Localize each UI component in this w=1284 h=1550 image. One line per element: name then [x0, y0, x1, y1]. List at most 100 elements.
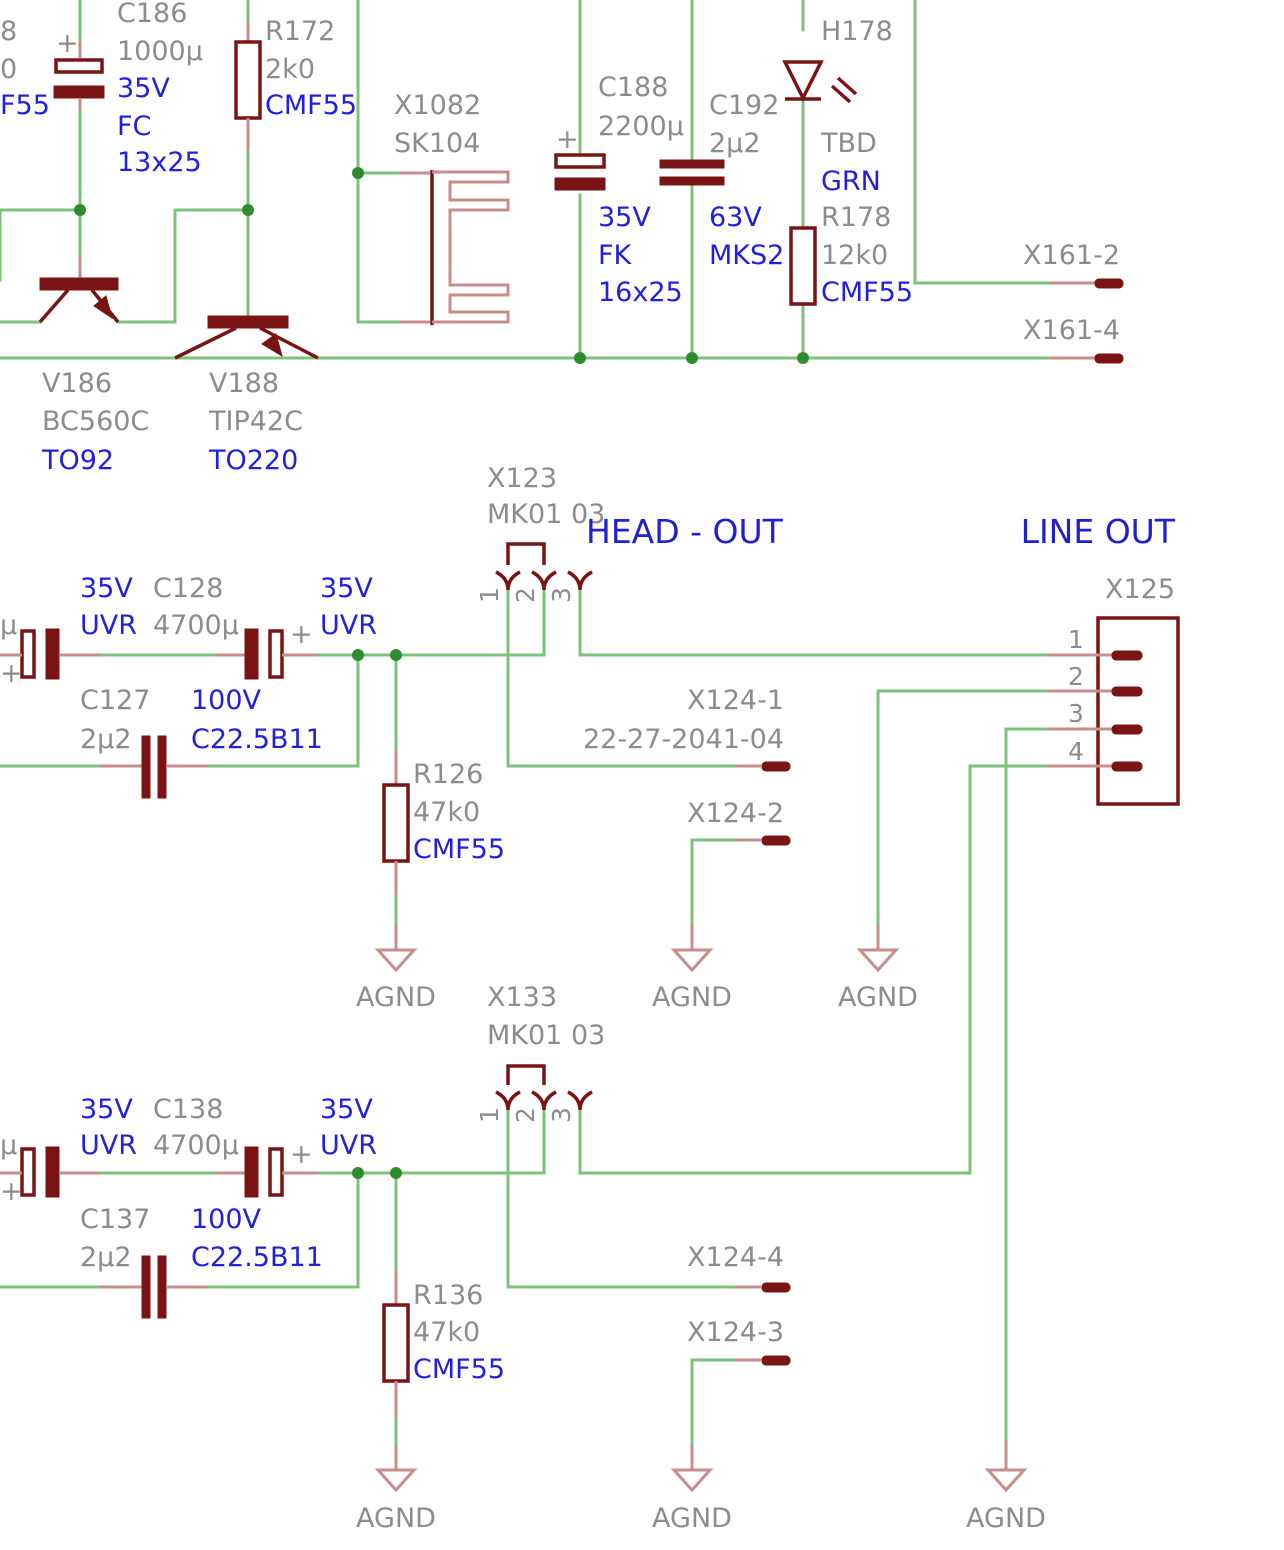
label-left-plus-lower: + — [0, 1176, 23, 1207]
label-x123-pin1: 1 — [475, 587, 504, 603]
agnd-symbols-middle — [374, 925, 900, 973]
label-r178-value: 12k0 — [821, 240, 888, 271]
label-x124-3: X124-3 — [687, 1317, 784, 1348]
label-left-plus-upper: + — [0, 658, 23, 689]
label-v186-name: V186 — [42, 368, 112, 399]
labels-bottom: X133 MK01 03 1 2 3 µ + 35V UVR C138 4700… — [0, 982, 1046, 1534]
label-v188-value: TIP42C — [208, 406, 303, 437]
label-c186-plus: + — [56, 28, 79, 59]
label-r136-value: 47k0 — [413, 1317, 480, 1348]
top-junctions — [74, 167, 809, 364]
transistor-v188-symbol — [174, 315, 319, 360]
label-r126-pkg: CMF55 — [413, 834, 505, 865]
label-h178-color: GRN — [821, 166, 881, 197]
label-voltage-d: 35V — [320, 1094, 373, 1125]
label-c128-name: C128 — [153, 573, 223, 604]
label-c127-value: 2µ2 — [80, 724, 132, 755]
label-x133-pin3: 3 — [547, 1107, 576, 1123]
label-agnd-6: AGND — [966, 1503, 1046, 1534]
label-left-mu-upper: µ — [0, 610, 17, 641]
label-c128-plus: + — [290, 619, 313, 650]
capacitor-c128-symbol — [215, 628, 318, 680]
label-x124-1: X124-1 — [687, 685, 784, 716]
label-x1082-value: SK104 — [394, 128, 480, 159]
label-x124-2: X124-2 — [687, 798, 784, 829]
label-r178-name: R178 — [821, 202, 891, 233]
bottom-junctions — [352, 1167, 402, 1179]
capacitor-c127-symbol — [100, 735, 208, 799]
capacitor-c137-symbol — [100, 1255, 208, 1319]
resistor-r136-symbol — [382, 1270, 410, 1415]
label-c138-value: 4700µ — [153, 1130, 239, 1161]
label-r136-pkg: CMF55 — [413, 1354, 505, 1385]
label-x124-4: X124-4 — [687, 1242, 784, 1273]
label-r136-name: R136 — [413, 1280, 483, 1311]
middle-junctions — [352, 649, 402, 661]
label-v186-value: BC560C — [42, 406, 149, 437]
capacitor-c192-symbol — [659, 159, 725, 186]
terminal-x161-symbols — [1050, 278, 1124, 364]
labels-middle: X123 MK01 03 HEAD - OUT LINE OUT X125 1 … — [0, 463, 1176, 1013]
capacitor-c188-symbol — [554, 153, 606, 191]
label-x1082-name: X1082 — [394, 90, 481, 121]
label-c192-voltage: 63V — [709, 202, 762, 233]
label-c186-value: 1000µ — [117, 36, 203, 67]
label-voltage-c: 35V — [80, 1094, 133, 1125]
resistor-r172-symbol — [234, 20, 262, 150]
label-c188-name: C188 — [598, 72, 668, 103]
label-v188-pkg: TO220 — [208, 445, 298, 476]
label-uvr-a: UVR — [80, 610, 137, 641]
label-r172-value: 2k0 — [265, 54, 315, 85]
label-c188-plus: + — [556, 124, 579, 155]
label-x125-pin2: 2 — [1068, 662, 1084, 691]
label-agnd-5: AGND — [652, 1503, 732, 1534]
label-h178-value: TBD — [820, 128, 877, 159]
label-x125-name: X125 — [1105, 574, 1175, 605]
label-c188-series: FK — [598, 240, 633, 271]
label-r178-pkg: CMF55 — [821, 277, 913, 308]
label-r172-name: R172 — [265, 16, 335, 47]
label-x124-part: 22-27-2041-04 — [583, 724, 784, 755]
label-c127-voltage: 100V — [191, 685, 262, 716]
label-r172-pkg: CMF55 — [265, 90, 357, 121]
label-left-cut-2: 0 — [0, 54, 17, 85]
jack-x123-symbol — [495, 542, 593, 591]
heatsink-x1082-symbol — [400, 170, 510, 325]
label-c186-name: C186 — [117, 0, 187, 29]
label-x123-value: MK01 03 — [487, 499, 605, 530]
label-c186-size: 13x25 — [117, 147, 202, 178]
label-agnd-1: AGND — [356, 982, 436, 1013]
label-x133-pin2: 2 — [511, 1107, 540, 1123]
label-x123-name: X123 — [487, 463, 557, 494]
agnd-symbols-bottom — [374, 1440, 1028, 1493]
label-left-mu-lower: µ — [0, 1130, 17, 1161]
label-x125-pin4: 4 — [1068, 737, 1084, 766]
label-left-cut-1: 8 — [0, 16, 17, 47]
label-x161-2: X161-2 — [1023, 240, 1120, 271]
label-c127-name: C127 — [80, 685, 150, 716]
label-x123-pin2: 2 — [511, 587, 540, 603]
title-line-out: LINE OUT — [1021, 512, 1176, 551]
label-c192-series: MKS2 — [709, 240, 784, 271]
label-c127-series: C22.5B11 — [191, 724, 323, 755]
label-uvr-b: UVR — [320, 610, 377, 641]
label-voltage-b: 35V — [320, 573, 373, 604]
label-r126-name: R126 — [413, 759, 483, 790]
terminal-x124-upper-symbols — [735, 761, 791, 846]
label-c128-value: 4700µ — [153, 610, 239, 641]
label-x123-pin3: 3 — [547, 587, 576, 603]
label-x161-4: X161-4 — [1023, 315, 1120, 346]
label-uvr-c: UVR — [80, 1130, 137, 1161]
label-uvr-d: UVR — [320, 1130, 377, 1161]
label-agnd-3: AGND — [838, 982, 918, 1013]
capacitor-c138-symbol — [215, 1146, 318, 1198]
capacitor-left-cut-symbol — [0, 628, 100, 680]
label-c188-voltage: 35V — [598, 202, 651, 233]
label-c138-name: C138 — [153, 1094, 223, 1125]
label-v186-pkg: TO92 — [41, 445, 114, 476]
label-v188-name: V188 — [209, 368, 279, 399]
transistor-v186-symbol — [38, 255, 120, 324]
resistor-r178-symbol — [789, 226, 817, 306]
led-h178-symbol — [782, 60, 858, 104]
